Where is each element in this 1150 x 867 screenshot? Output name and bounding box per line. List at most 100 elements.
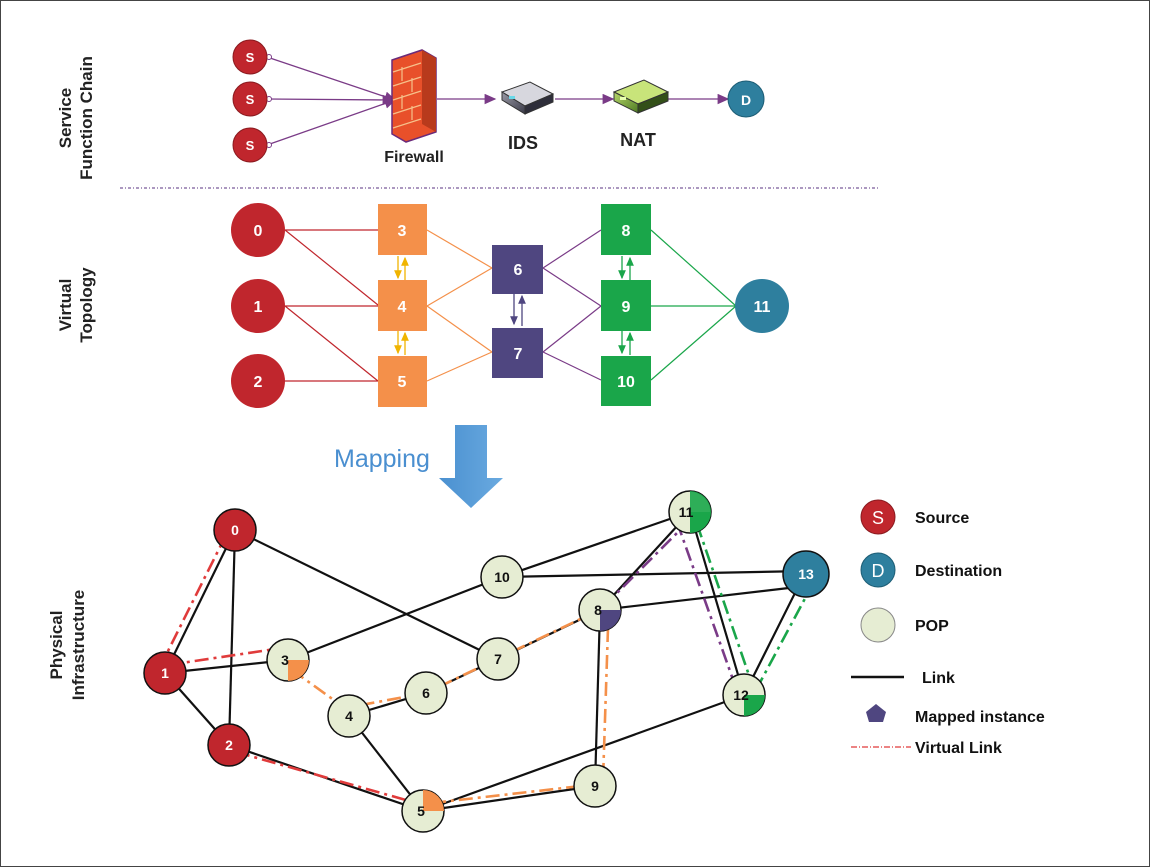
vt-links-green <box>650 229 737 381</box>
phys-node-2: 2 <box>207 723 251 767</box>
vt-node-3: 3 <box>378 204 427 255</box>
section-label-physical: Physical Infrastructure <box>47 590 88 701</box>
section-label-line2: Topology <box>77 267 96 343</box>
legend-source-label: Source <box>915 510 969 527</box>
node-label: 7 <box>514 346 523 363</box>
destination-label: D <box>741 92 751 108</box>
node-label: 10 <box>494 569 510 585</box>
ids-icon <box>500 81 555 115</box>
sfc-port-dots <box>266 54 272 148</box>
legend-link-label: Link <box>922 670 955 687</box>
vt-node-4: 4 <box>378 280 427 331</box>
node-label: 6 <box>422 685 430 701</box>
vt-node-8: 8 <box>601 204 651 255</box>
phys-node-5: 5 <box>401 789 445 833</box>
firewall-icon <box>391 49 437 143</box>
section-label-line1: Virtual <box>56 279 75 332</box>
vt-node-1: 1 <box>231 279 285 333</box>
nat-label: NAT <box>620 130 656 150</box>
vt-links-orange <box>426 229 493 382</box>
vt-sync-arrows <box>394 256 634 355</box>
node-label: 9 <box>622 299 631 316</box>
node-label: 11 <box>679 504 694 520</box>
legend-source-symbol: S <box>872 508 884 528</box>
legend-pop-label: POP <box>915 618 949 635</box>
virtual-links-overlay <box>158 521 811 806</box>
ids-label: IDS <box>508 133 538 153</box>
legend-source: S Source <box>860 499 969 535</box>
legend-destination: D Destination <box>860 552 1002 588</box>
phys-node-7: 7 <box>476 637 520 681</box>
phys-node-9: 9 <box>573 764 617 808</box>
vt-node-10: 10 <box>601 356 651 406</box>
sfc-source-1: S <box>232 39 268 75</box>
phys-node-0: 0 <box>213 508 257 552</box>
legend-virtual-link-label: Virtual Link <box>915 740 1002 757</box>
legend-destination-label: Destination <box>915 563 1002 580</box>
sfc-links <box>266 56 730 146</box>
vt-node-5: 5 <box>378 356 427 407</box>
node-label: 4 <box>398 299 407 316</box>
legend-link: Link <box>851 670 955 687</box>
node-label: 0 <box>254 223 263 240</box>
vt-node-11: 11 <box>735 279 789 333</box>
node-label: 3 <box>281 652 289 668</box>
node-label: 4 <box>345 708 353 724</box>
node-label: 8 <box>594 602 602 618</box>
vt-node-9: 9 <box>601 280 651 331</box>
physical-links <box>164 510 807 813</box>
phys-node-1: 1 <box>143 651 187 695</box>
node-label: 3 <box>398 223 407 240</box>
phys-node-4: 4 <box>327 694 371 738</box>
section-label-line1: Service <box>56 88 75 149</box>
phys-node-3: 3 <box>266 638 310 682</box>
phys-node-11: 11 <box>668 490 712 534</box>
phys-node-12: 12 <box>722 673 766 717</box>
source-label: S <box>246 92 255 107</box>
phys-node-10: 10 <box>480 555 524 599</box>
sfc-source-2: S <box>232 81 268 117</box>
node-label: 1 <box>254 299 263 316</box>
sfc-destination: D <box>727 80 765 118</box>
legend-mapped: Mapped instance <box>866 704 1045 726</box>
sfc-source-3: S <box>232 127 268 163</box>
node-label: 8 <box>622 223 631 240</box>
section-label-line2: Infrastructure <box>69 590 88 701</box>
legend: S Source D Destination POP Link Mapped i… <box>851 499 1045 757</box>
node-label: 2 <box>254 374 263 391</box>
section-label-sfc: Service Function Chain <box>56 56 96 180</box>
section-label-virtual: Virtual Topology <box>56 267 96 343</box>
phys-node-8: 8 <box>578 588 622 632</box>
node-label: 0 <box>231 522 239 538</box>
node-label: 1 <box>161 665 169 681</box>
vt-node-6: 6 <box>492 245 543 294</box>
vt-node-2: 2 <box>231 354 285 408</box>
node-label: 12 <box>733 687 749 703</box>
vt-node-0: 0 <box>231 203 285 257</box>
phys-node-6: 6 <box>404 671 448 715</box>
node-label: 7 <box>494 651 502 667</box>
section-label-line2: Function Chain <box>77 56 96 180</box>
node-label: 13 <box>798 566 814 582</box>
legend-pop: POP <box>860 607 949 643</box>
source-label: S <box>246 50 255 65</box>
node-label: 9 <box>591 778 599 794</box>
vt-links-red <box>284 229 379 382</box>
vt-links-purple <box>542 229 602 381</box>
source-label: S <box>246 138 255 153</box>
node-label: 2 <box>225 737 233 753</box>
node-label: 11 <box>754 299 771 316</box>
legend-virtual-link: Virtual Link <box>851 740 1002 757</box>
nat-icon <box>612 79 670 114</box>
section-label-line1: Physical <box>47 611 66 680</box>
node-label: 5 <box>398 374 407 391</box>
vt-node-7: 7 <box>492 328 543 378</box>
firewall-label: Firewall <box>384 149 444 166</box>
node-label: 6 <box>514 262 523 279</box>
node-label: 5 <box>417 803 425 819</box>
phys-node-13: 13 <box>782 550 830 598</box>
node-label: 10 <box>617 374 635 391</box>
legend-destination-symbol: D <box>872 561 885 581</box>
mapping-arrow-icon <box>439 425 503 508</box>
